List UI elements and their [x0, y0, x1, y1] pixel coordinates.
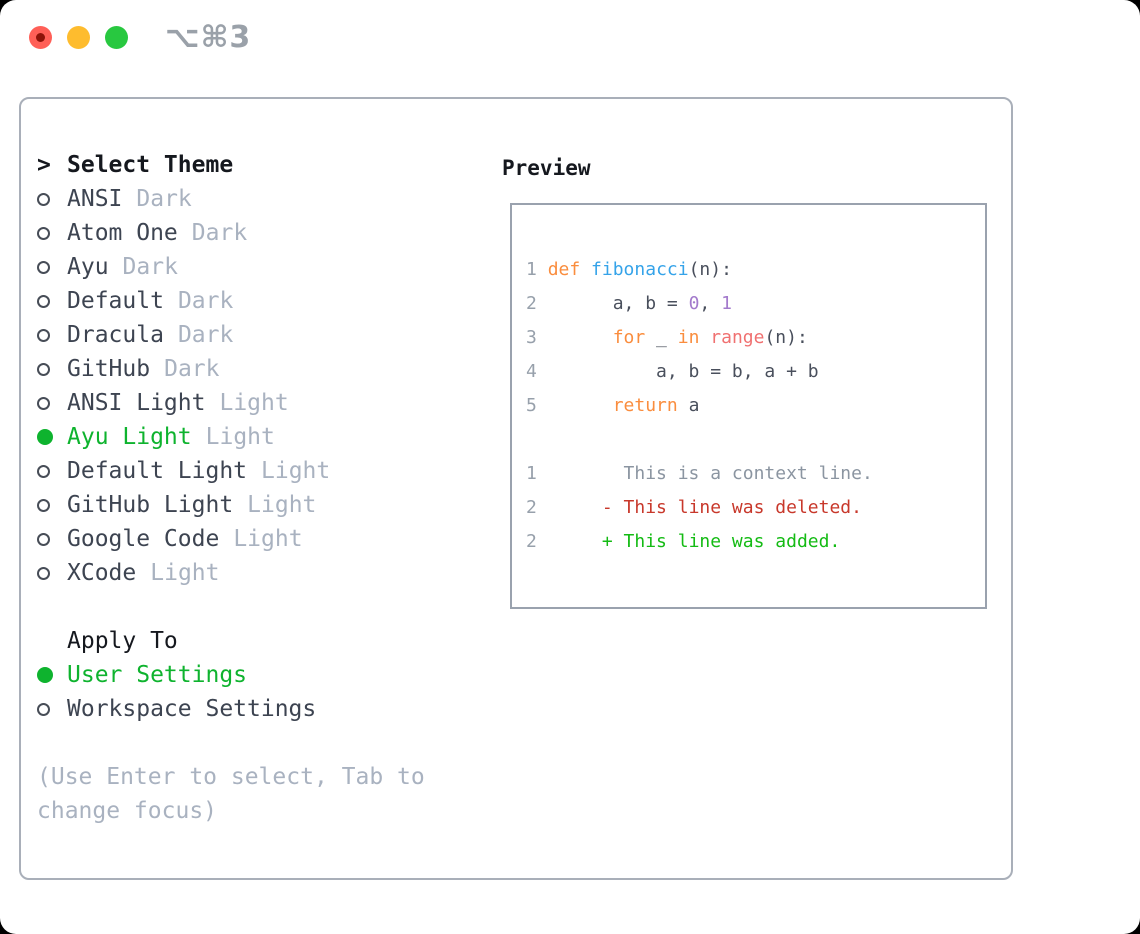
item-variant-tag: Light: [247, 492, 317, 518]
radio-icon: [37, 464, 50, 478]
code-line: 3 for _ in range(n):: [526, 327, 808, 348]
code-line: 2 - This line was deleted.: [526, 497, 862, 518]
prompt-icon: >: [37, 152, 51, 178]
preview-box: 1 def fibonacci(n): 2 a, b = 0, 1 3 for _ …: [510, 203, 987, 609]
zoom-button[interactable]: [105, 26, 128, 49]
item-variant-tag: Dark: [191, 220, 248, 246]
item-variant-tag: Light: [233, 526, 303, 552]
theme-option-github[interactable]: GitHub Dark: [37, 352, 497, 386]
theme-picker-title-row: > Select Theme: [37, 148, 497, 182]
item-variant-tag: Dark: [164, 356, 220, 382]
item-variant-tag: Dark: [177, 288, 234, 314]
item-variant-tag: Light: [150, 560, 220, 586]
item-label: XCode: [67, 560, 137, 586]
item-variant-tag: Dark: [177, 322, 234, 348]
item-variant-tag: Light: [261, 458, 331, 484]
code-line: 2 + This line was added.: [526, 531, 841, 552]
theme-option-default[interactable]: Default Dark: [37, 284, 497, 318]
theme-picker-title: Select Theme: [67, 152, 234, 178]
item-label: Dracula: [67, 322, 164, 348]
item-variant-tag: Dark: [122, 254, 178, 280]
titlebar: ⌥⌘3: [0, 0, 1140, 74]
theme-option-xcode[interactable]: XCode Light: [37, 556, 497, 590]
radio-icon: [37, 192, 50, 206]
item-label: User Settings: [67, 662, 248, 688]
theme-option-atom-one[interactable]: Atom One Dark: [37, 216, 497, 250]
theme-option-google-code[interactable]: Google Code Light: [37, 522, 497, 556]
minimize-button[interactable]: [67, 26, 90, 49]
item-label: Atom One: [67, 220, 178, 246]
item-label: Workspace Settings: [67, 696, 317, 722]
item-label: Google Code: [67, 526, 220, 552]
radio-icon: [37, 396, 50, 410]
item-variant-tag: Dark: [136, 186, 192, 212]
theme-option-ayu[interactable]: Ayu Dark: [37, 250, 497, 284]
radio-icon: [37, 498, 50, 512]
item-label: ANSI Light: [67, 390, 206, 416]
radio-icon: [37, 566, 50, 580]
item-variant-tag: Light: [219, 390, 289, 416]
code-line: 5 return a: [526, 395, 700, 416]
theme-option-default-light[interactable]: Default Light Light: [37, 454, 497, 488]
radio-icon: [37, 362, 50, 376]
item-label: GitHub: [67, 356, 151, 382]
radio-icon: [37, 294, 50, 308]
code-line: [526, 423, 985, 457]
theme-option-ansi-light[interactable]: ANSI Light Light: [37, 386, 497, 420]
keyboard-hint: (Use Enter to select, Tab to change focu…: [37, 764, 425, 824]
radio-selected-icon: [37, 667, 53, 683]
apply-option-user-settings[interactable]: User Settings: [37, 658, 497, 692]
item-variant-tag: Light: [205, 424, 275, 450]
item-label: Ayu: [67, 254, 109, 280]
code-line: 2 a, b = 0, 1: [526, 293, 732, 314]
radio-icon: [37, 260, 50, 274]
apply-option-workspace-settings[interactable]: Workspace Settings: [37, 692, 497, 726]
theme-option-ayu-light[interactable]: Ayu Light Light: [37, 420, 497, 454]
radio-icon: [37, 702, 50, 716]
theme-option-github-light[interactable]: GitHub Light Light: [37, 488, 497, 522]
close-button[interactable]: [29, 26, 52, 49]
radio-icon: [37, 532, 50, 546]
item-label: Ayu Light: [67, 424, 192, 450]
preview-title: Preview: [502, 156, 591, 180]
apply-to-title-row: Apply To: [37, 624, 497, 658]
radio-icon: [37, 226, 50, 240]
theme-option-ansi[interactable]: ANSI Dark: [37, 182, 497, 216]
theme-option-dracula[interactable]: Dracula Dark: [37, 318, 497, 352]
code-line: 1 This is a context line.: [526, 463, 873, 484]
item-label: Default: [67, 288, 164, 314]
item-label: Default Light: [67, 458, 248, 484]
code-line: 1 def fibonacci(n):: [526, 259, 732, 280]
code-line: 4 a, b = b, a + b: [526, 361, 819, 382]
radio-icon: [37, 328, 50, 342]
item-label: ANSI: [67, 186, 123, 212]
close-button-dot-icon: [36, 33, 45, 42]
apply-to-title: Apply To: [67, 628, 178, 654]
window-shortcut-label: ⌥⌘3: [165, 20, 252, 55]
item-label: GitHub Light: [67, 492, 234, 518]
radio-selected-icon: [37, 429, 53, 445]
